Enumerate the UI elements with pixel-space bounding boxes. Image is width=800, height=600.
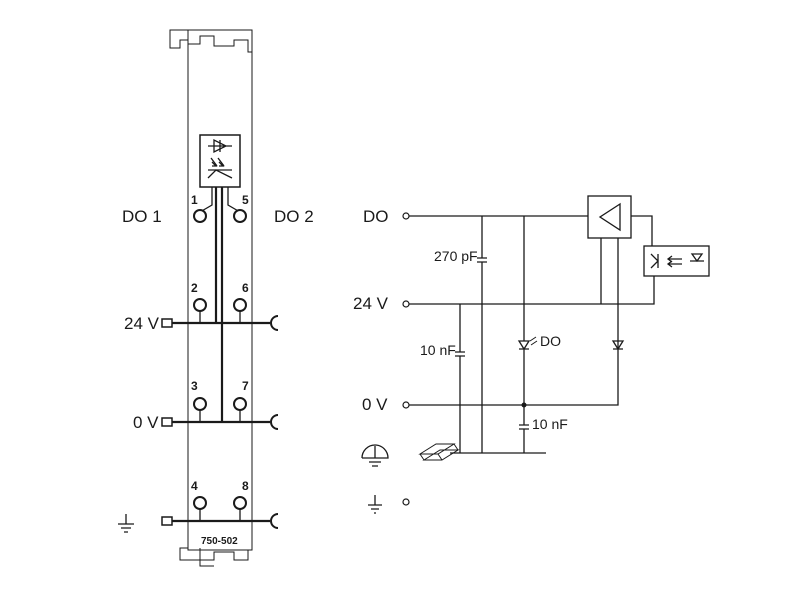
svg-text:10 nF: 10 nF: [532, 416, 568, 432]
terminal-4[interactable]: 4: [191, 479, 207, 521]
terminal-5[interactable]: 5: [233, 193, 249, 223]
module-terminals: 1 5 2 6 3 7 4: [191, 193, 249, 521]
diode-symbol: [611, 340, 625, 351]
capacitor-10nf-left: 10 nF: [420, 304, 465, 453]
din-rail-contact-icon: [418, 443, 460, 461]
optocoupler-symbol: [643, 245, 710, 277]
module-0v-label: 0 V: [133, 413, 159, 432]
ground-icon-schematic: [368, 495, 382, 514]
svg-text:4: 4: [191, 479, 198, 493]
svg-text:2: 2: [191, 281, 198, 295]
do2-label: DO 2: [274, 207, 314, 226]
svg-text:1: 1: [191, 193, 198, 207]
terminal-8[interactable]: 8: [233, 479, 249, 521]
module-driver-symbol: [199, 134, 241, 188]
driver-block: [587, 195, 653, 304]
schematic-rails: [402, 212, 655, 454]
module-internal-wiring: [199, 187, 241, 422]
terminal-2[interactable]: 2: [191, 281, 207, 323]
terminal-3[interactable]: 3: [191, 379, 207, 422]
svg-text:DO: DO: [540, 333, 561, 349]
terminal-7[interactable]: 7: [233, 379, 249, 422]
svg-text:5: 5: [242, 193, 249, 207]
terminal-6[interactable]: 6: [233, 281, 249, 323]
ground-terminal: [368, 495, 410, 514]
capacitor-10nf-bottom: 10 nF: [519, 402, 568, 453]
module-model-label: 750-502: [201, 536, 238, 547]
rail-0v-label: 0 V: [362, 395, 388, 414]
svg-text:10 nF: 10 nF: [420, 342, 456, 358]
rail-do-label: DO: [363, 207, 389, 226]
terminal-1[interactable]: 1: [191, 193, 207, 223]
svg-text:7: 7: [242, 379, 249, 393]
svg-text:3: 3: [191, 379, 198, 393]
module-housing: [169, 29, 253, 567]
svg-text:6: 6: [242, 281, 249, 295]
module-power-buses: [161, 315, 279, 529]
rail-24v-label: 24 V: [353, 294, 389, 313]
svg-text:8: 8: [242, 479, 249, 493]
module-24v-label: 24 V: [124, 314, 160, 333]
do1-label: DO 1: [122, 207, 162, 226]
ground-icon: [118, 514, 134, 533]
capacitor-270pf: 270 pF: [434, 216, 487, 453]
protective-earth-icon: [361, 444, 389, 467]
led-do: DO: [517, 216, 561, 405]
svg-text:270 pF: 270 pF: [434, 248, 478, 264]
